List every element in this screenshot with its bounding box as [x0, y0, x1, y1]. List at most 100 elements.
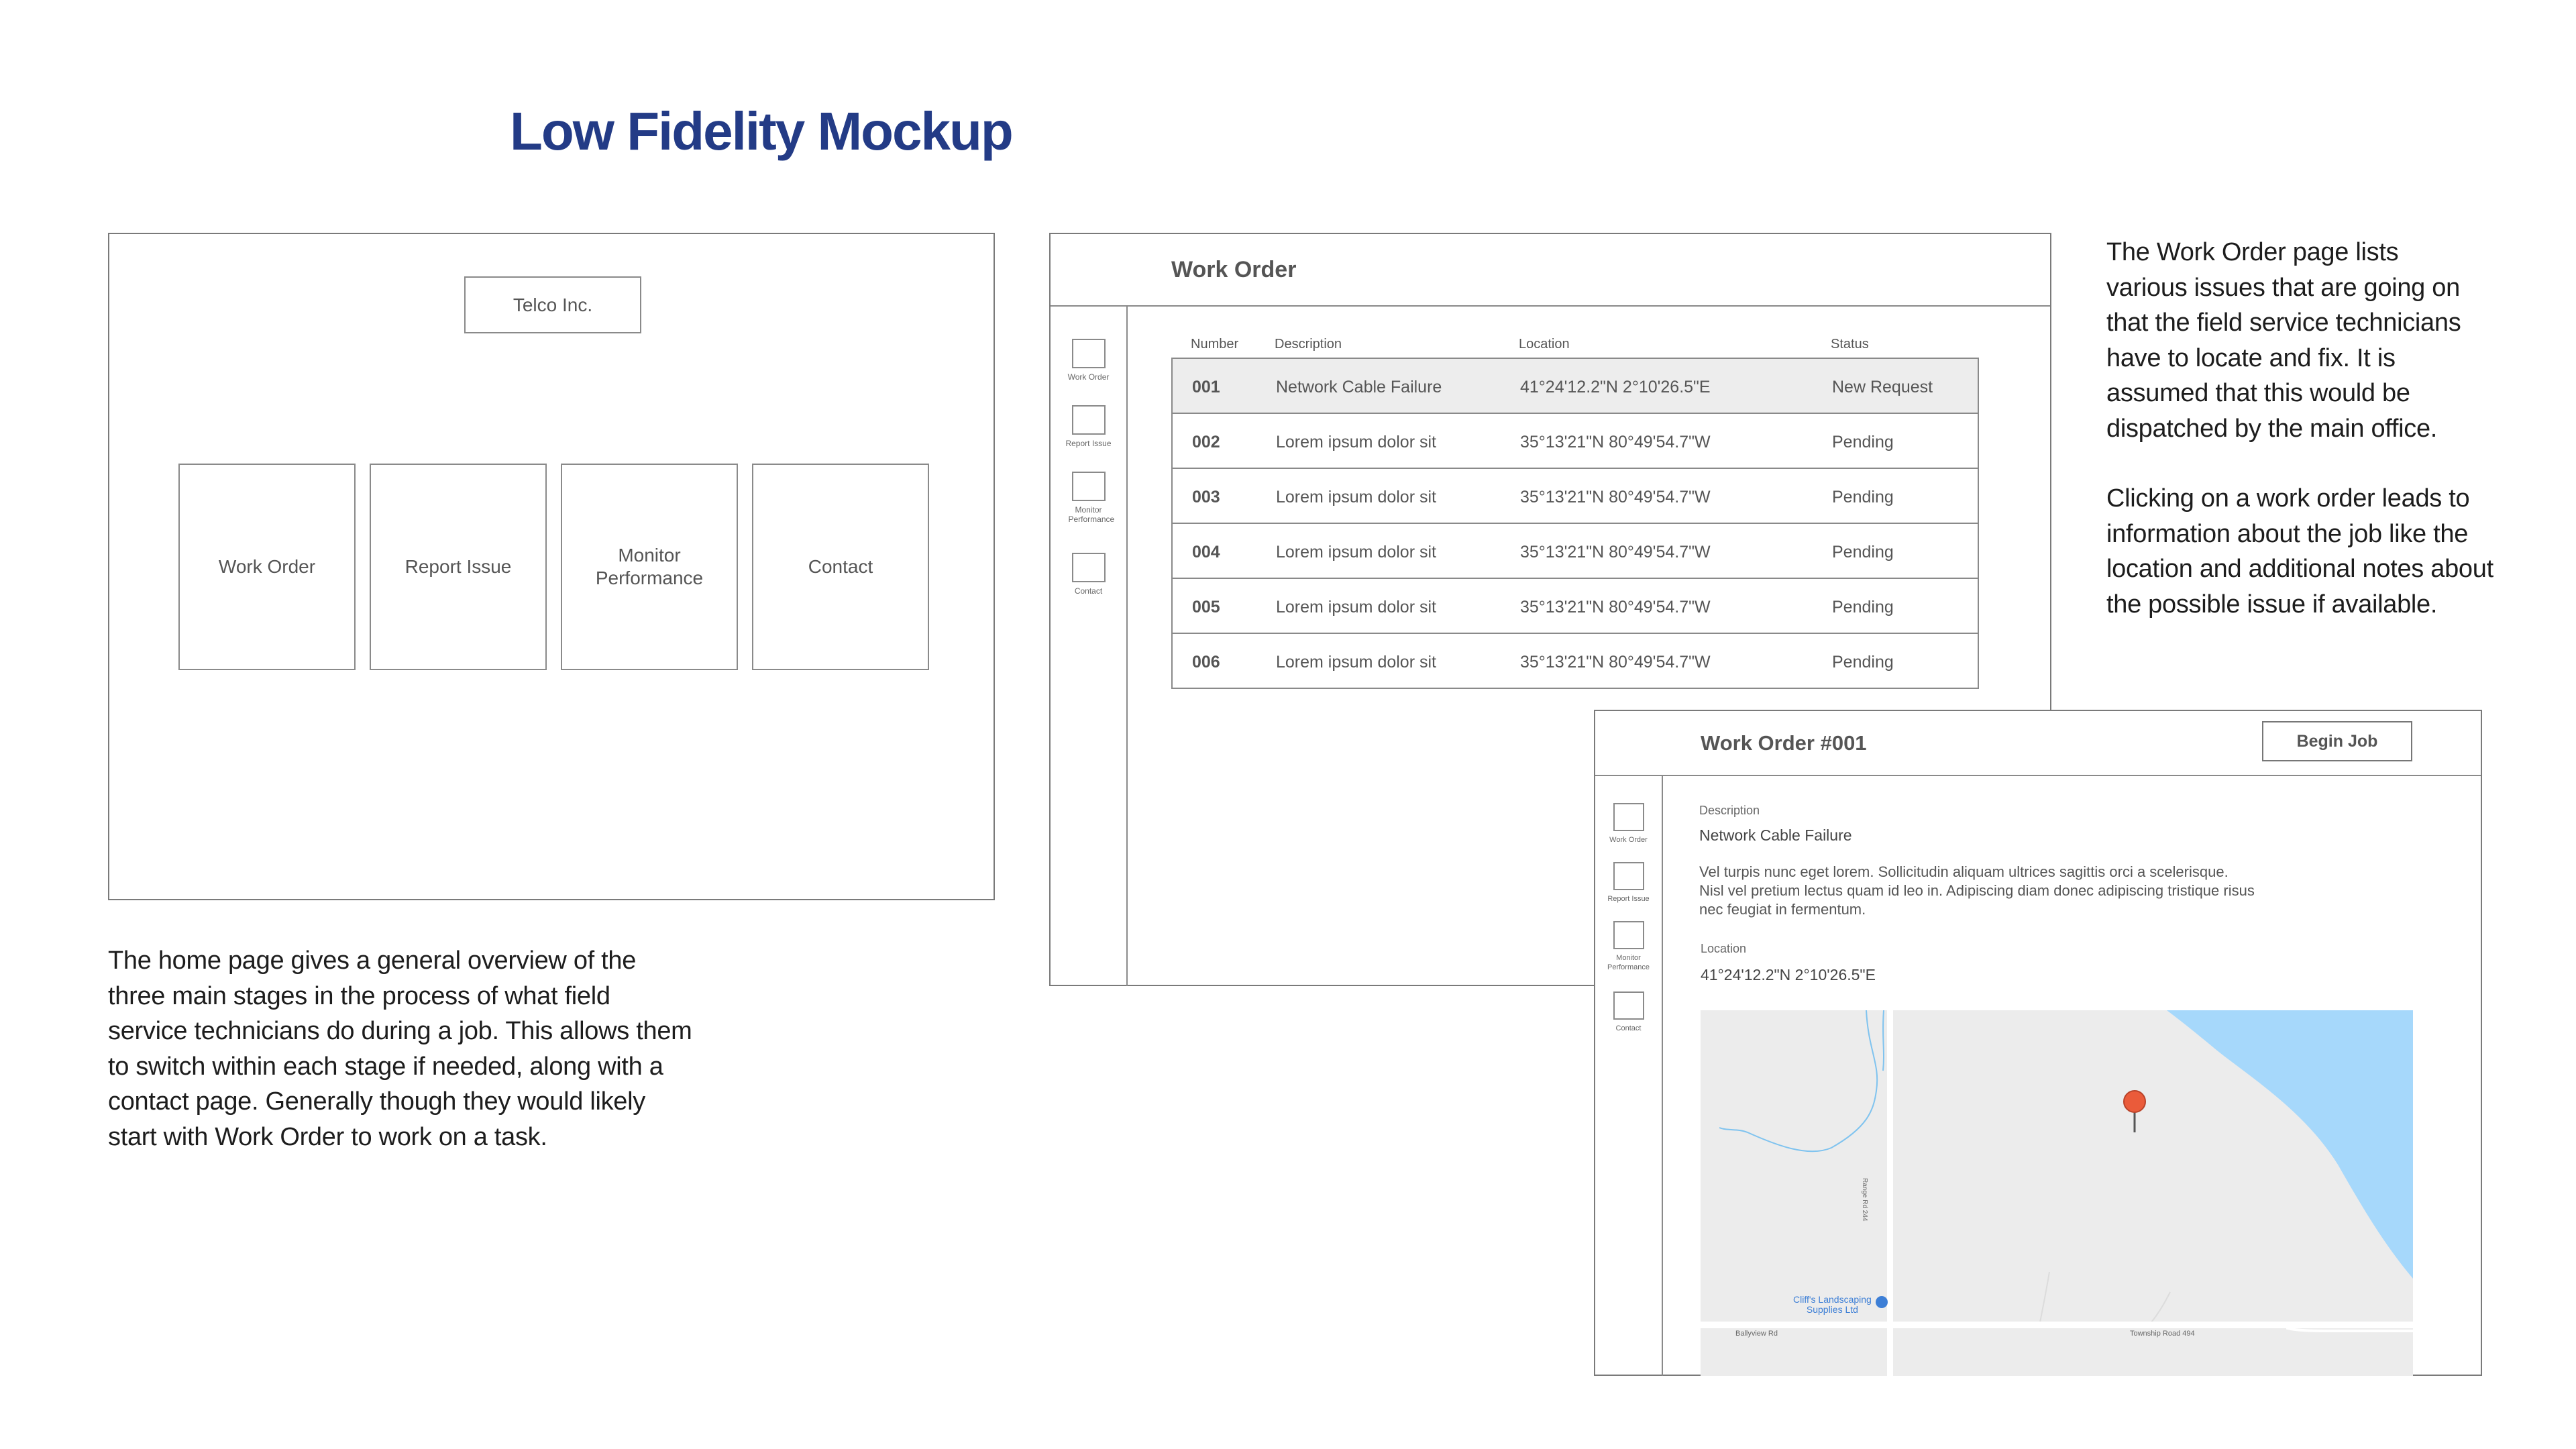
- detail-sidebar: Work Order Report Issue Monitor Performa…: [1595, 776, 1663, 1376]
- column-header-location: Location: [1519, 337, 1570, 352]
- table-row[interactable]: 006 Lorem ipsum dolor sit 35°13'21"N 80°…: [1173, 633, 1978, 688]
- notes-line: Vel turpis nunc eget lorem. Sollicitudin…: [1699, 863, 2229, 880]
- table-row[interactable]: 003 Lorem ipsum dolor sit 35°13'21"N 80°…: [1173, 468, 1978, 523]
- map-pin-icon[interactable]: [2123, 1090, 2146, 1113]
- sidebar-placeholder-icon: [1071, 472, 1106, 501]
- caption-line: information about the job like the: [2106, 519, 2469, 548]
- home-card-report-issue[interactable]: Report Issue: [370, 464, 547, 670]
- home-card-monitor-performance[interactable]: Monitor Performance: [561, 464, 738, 670]
- work-order-title: Work Order: [1171, 257, 1297, 282]
- sidebar-placeholder-icon: [1071, 339, 1106, 368]
- detail-topbar: Work Order #001 Begin Job: [1595, 711, 2481, 776]
- table-row[interactable]: 004 Lorem ipsum dolor sit 35°13'21"N 80°…: [1173, 523, 1978, 578]
- map-poi-marker-icon[interactable]: [1876, 1296, 1888, 1308]
- sidebar-placeholder-icon: [1071, 405, 1106, 435]
- home-caption-line: service technicians do during a job. Thi…: [108, 1017, 692, 1045]
- row-description: Lorem ipsum dolor sit: [1276, 653, 1436, 672]
- caption-line: The Work Order page lists: [2106, 238, 2399, 266]
- map-poi-line: Cliff's Landscaping: [1793, 1294, 1872, 1305]
- table-row[interactable]: 002 Lorem ipsum dolor sit 35°13'21"N 80°…: [1173, 413, 1978, 468]
- map-road-label-left: Ballyview Rd: [1735, 1330, 1778, 1338]
- row-number: 004: [1192, 543, 1220, 561]
- sidebar-item-label: Report Issue: [1607, 895, 1650, 903]
- sidebar-item-label: Contact: [1615, 1024, 1642, 1032]
- sidebar-item-work-order[interactable]: Work Order: [1051, 339, 1126, 382]
- sidebar-item-label: Monitor Performance: [1607, 954, 1650, 971]
- home-card-work-order[interactable]: Work Order: [178, 464, 356, 670]
- caption-line: have to locate and fix. It is: [2106, 343, 2396, 372]
- sidebar-item-label: Work Order: [1067, 372, 1110, 382]
- row-status: Pending: [1832, 653, 1894, 672]
- sidebar-item-label: Work Order: [1609, 836, 1648, 844]
- sidebar-item-monitor-performance[interactable]: Monitor Performance: [1595, 921, 1662, 972]
- sidebar-item-label: Report Issue: [1065, 439, 1112, 448]
- row-number: 005: [1192, 598, 1220, 616]
- row-number: 003: [1192, 488, 1220, 506]
- row-status: New Request: [1832, 378, 1933, 396]
- home-header-telco: Telco Inc.: [464, 276, 641, 333]
- sidebar-item-monitor-performance[interactable]: Monitor Performance: [1051, 472, 1126, 524]
- detail-notes: Vel turpis nunc eget lorem. Sollicitudin…: [1699, 863, 2357, 919]
- work-order-column-headers: Number Description Location Status: [1171, 337, 1976, 357]
- notes-line: Nisl vel pretium lectus quam id leo in. …: [1699, 882, 2255, 899]
- home-card-contact[interactable]: Contact: [752, 464, 929, 670]
- map-water: [2167, 1010, 2413, 1279]
- row-number: 002: [1192, 433, 1220, 451]
- sidebar-item-report-issue[interactable]: Report Issue: [1595, 862, 1662, 904]
- sidebar-placeholder-icon: [1613, 803, 1644, 831]
- row-number: 006: [1192, 653, 1220, 672]
- sidebar-item-label: Contact: [1074, 586, 1103, 596]
- caption-line: dispatched by the main office.: [2106, 414, 2438, 443]
- page-title: Low Fidelity Mockup: [510, 101, 1014, 161]
- sidebar-placeholder-icon: [1613, 862, 1644, 890]
- table-row[interactable]: 005 Lorem ipsum dolor sit 35°13'21"N 80°…: [1173, 578, 1978, 633]
- map-road-horizontal: [1701, 1322, 2413, 1328]
- map-trail: [2151, 1291, 2171, 1323]
- row-location: 35°13'21"N 80°49'54.7"W: [1520, 488, 1711, 506]
- sidebar-item-report-issue[interactable]: Report Issue: [1051, 405, 1126, 448]
- map-road-label-vertical: Range Rd 244: [1861, 1178, 1868, 1222]
- row-number: 001: [1192, 378, 1220, 396]
- caption-line: assumed that this would be: [2106, 379, 2410, 407]
- row-description: Lorem ipsum dolor sit: [1276, 488, 1436, 506]
- home-screen-mockup: Telco Inc. Work Order Report Issue Monit…: [108, 233, 995, 900]
- sidebar-item-label: Monitor Performance: [1068, 505, 1115, 524]
- row-location: 35°13'21"N 80°49'54.7"W: [1520, 598, 1711, 616]
- caption-line: location and additional notes about: [2106, 555, 2493, 583]
- row-description: Lorem ipsum dolor sit: [1276, 543, 1436, 561]
- sidebar-item-contact[interactable]: Contact: [1051, 553, 1126, 596]
- caption-line: the possible issue if available.: [2106, 590, 2438, 619]
- row-status: Pending: [1832, 488, 1894, 506]
- sidebar-placeholder-icon: [1071, 553, 1106, 582]
- detail-title: Work Order #001: [1701, 731, 1867, 755]
- location-map[interactable]: Cliff's Landscaping Supplies Ltd Ballyvi…: [1701, 1010, 2413, 1376]
- row-location: 35°13'21"N 80°49'54.7"W: [1520, 653, 1711, 672]
- column-header-description: Description: [1275, 337, 1342, 352]
- sidebar-placeholder-icon: [1613, 991, 1644, 1020]
- map-poi-label[interactable]: Cliff's Landscaping Supplies Ltd: [1793, 1295, 1872, 1315]
- column-header-number: Number: [1191, 337, 1239, 352]
- home-caption-line: three main stages in the process of what…: [108, 981, 610, 1010]
- map-trail: [2039, 1271, 2050, 1326]
- row-description: Lorem ipsum dolor sit: [1276, 433, 1436, 451]
- map-road-label-right: Township Road 494: [2130, 1330, 2195, 1338]
- work-order-topbar: Work Order: [1051, 234, 2050, 307]
- location-label: Location: [1701, 942, 1747, 955]
- row-description: Lorem ipsum dolor sit: [1276, 598, 1436, 616]
- work-order-sidebar: Work Order Report Issue Monitor Performa…: [1051, 307, 1128, 986]
- row-location: 35°13'21"N 80°49'54.7"W: [1520, 433, 1711, 451]
- work-order-caption: The Work Order page lists various issues…: [2106, 235, 2536, 622]
- map-graphic: [1701, 1010, 2413, 1376]
- table-row[interactable]: 001 Network Cable Failure 41°24'12.2"N 2…: [1173, 359, 1978, 413]
- home-caption-line: contact page. Generally though they woul…: [108, 1087, 645, 1116]
- sidebar-placeholder-icon: [1613, 921, 1644, 949]
- row-status: Pending: [1832, 598, 1894, 616]
- map-stream: [1719, 1010, 1878, 1152]
- map-road-vertical: [1887, 1010, 1893, 1376]
- sidebar-item-contact[interactable]: Contact: [1595, 991, 1662, 1033]
- notes-line: nec feugiat in fermentum.: [1699, 901, 1866, 918]
- sidebar-item-work-order[interactable]: Work Order: [1595, 803, 1662, 845]
- location-value: 41°24'12.2"N 2°10'26.5"E: [1701, 966, 1876, 983]
- begin-job-button[interactable]: Begin Job: [2262, 721, 2412, 761]
- row-location: 41°24'12.2"N 2°10'26.5"E: [1520, 378, 1711, 396]
